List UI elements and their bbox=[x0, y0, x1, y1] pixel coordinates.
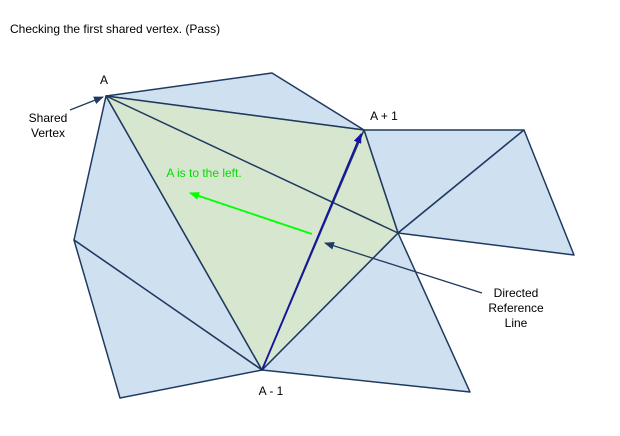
vertex-a-minus-1-label: A - 1 bbox=[259, 384, 284, 398]
shared-vertex-pointer bbox=[69, 96, 104, 111]
edge-a-to-right-vertex bbox=[105, 95, 399, 234]
vertex-a-label: A bbox=[100, 73, 108, 87]
directed-label-line2: Reference bbox=[488, 301, 544, 315]
triangle-mesh bbox=[73, 72, 575, 399]
shared-vertex-label-line1: Shared bbox=[29, 111, 68, 125]
vertex-a-plus-1-label: A + 1 bbox=[370, 109, 398, 123]
diagram-title: Checking the first shared vertex. (Pass) bbox=[10, 22, 220, 36]
shared-vertex-label-line2: Vertex bbox=[31, 126, 65, 140]
reference-line-pointer bbox=[324, 241, 483, 294]
left-side-arrow bbox=[189, 192, 313, 235]
directed-label-line3: Line bbox=[505, 316, 528, 330]
left-note-label: A is to the left. bbox=[166, 166, 241, 180]
mesh-triangle-bottom-left bbox=[73, 239, 263, 399]
mesh-triangle-right-b bbox=[397, 129, 575, 256]
directed-label-line1: Directed bbox=[494, 286, 539, 300]
directed-reference-line bbox=[261, 133, 362, 371]
